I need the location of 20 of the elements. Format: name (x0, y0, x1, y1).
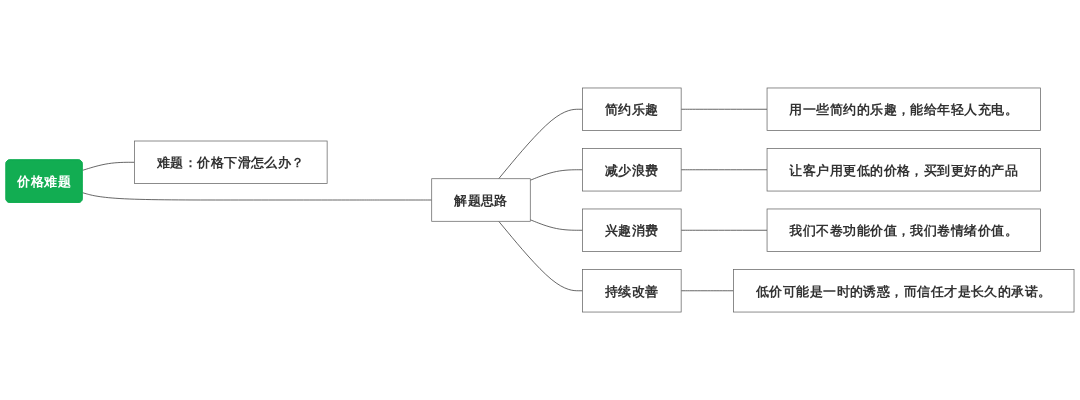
connector (680, 108, 768, 110)
node-box: 难题：价格下滑怎么办？ (134, 140, 328, 184)
node-box: 简约乐趣 (582, 87, 682, 131)
connector (498, 108, 583, 180)
node-box: 我们不卷功能价值，我们卷情绪价值。 (766, 208, 1041, 252)
connector (680, 229, 768, 231)
node-box: 持续改善 (582, 269, 682, 313)
node-box: 兴趣消费 (582, 208, 682, 252)
node-box: 让客户用更低的价格，买到更好的产品 (766, 148, 1041, 192)
connector (529, 219, 583, 231)
node-box: 低价可能是一时的诱惑，而信任才是长久的承诺。 (733, 269, 1075, 313)
node-box: 用一些简约的乐趣，能给年轻人充电。 (766, 87, 1041, 131)
node-box: 解题思路 (431, 178, 531, 222)
connector (680, 290, 734, 292)
connector (82, 192, 433, 201)
node-box: 减少浪费 (582, 148, 682, 192)
connector (529, 169, 583, 181)
connector (680, 169, 768, 171)
connector (82, 161, 135, 171)
connector (498, 220, 583, 292)
